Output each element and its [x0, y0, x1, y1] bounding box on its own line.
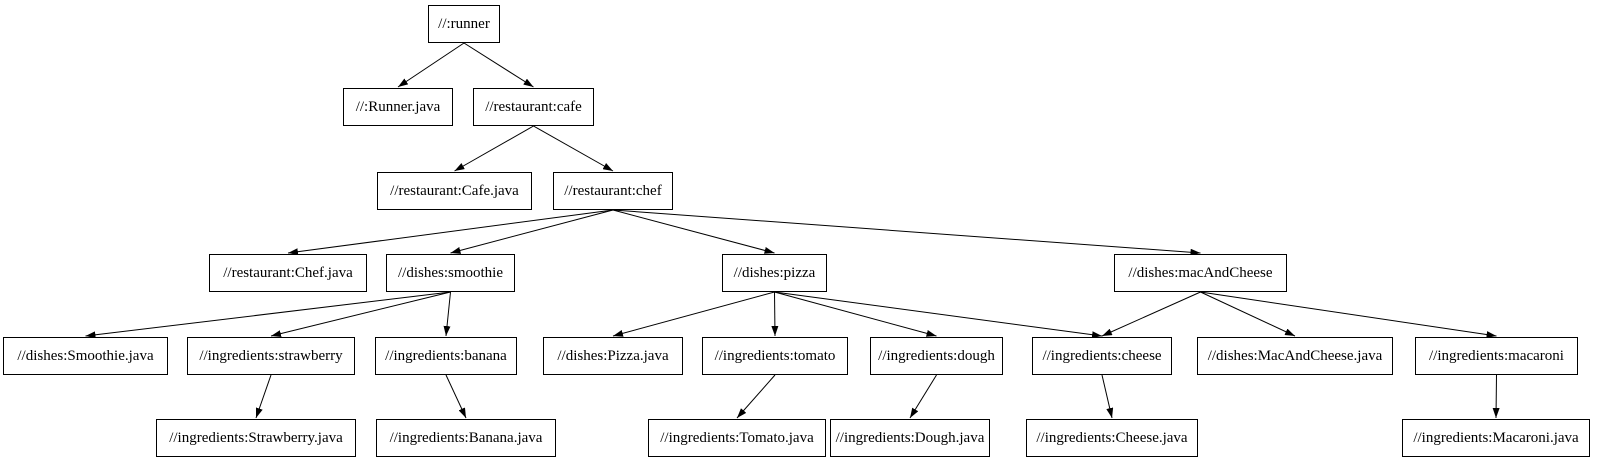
graph-edge-smoothie-to-smoothie-java — [85, 291, 451, 339]
graph-node-runner-java: //:Runner.java — [343, 88, 453, 126]
graph-node-banana: //ingredients:banana — [375, 337, 517, 375]
graph-node-tomato-java: //ingredients:Tomato.java — [648, 419, 826, 457]
graph-edge-strawberry-to-strawberry-java — [255, 374, 272, 419]
graph-edge-pizza-to-cheese — [774, 291, 1103, 339]
graph-edge-smoothie-to-strawberry — [270, 291, 451, 338]
graph-edge-cheese-to-cheese-java — [1101, 374, 1114, 419]
graph-edge-macandcheese-to-cheese — [1101, 291, 1201, 337]
graph-edges — [85, 42, 1500, 419]
graph-edge-smoothie-to-banana — [443, 291, 451, 337]
graph-node-smoothie: //dishes:smoothie — [386, 254, 515, 292]
graph-node-banana-java: //ingredients:Banana.java — [376, 419, 556, 457]
graph-edge-pizza-to-dough — [774, 291, 937, 337]
graph-edge-macandcheese-to-macandcheese-java — [1200, 291, 1296, 337]
graph-node-strawberry: //ingredients:strawberry — [187, 337, 355, 375]
graph-node-chef: //restaurant:chef — [553, 172, 673, 210]
graph-edge-chef-to-chef-java — [287, 209, 614, 256]
graph-node-cafe: //restaurant:cafe — [473, 88, 594, 126]
graph-node-dough-java: //ingredients:Dough.java — [830, 419, 990, 457]
graph-node-macaroni: //ingredients:macaroni — [1415, 337, 1578, 375]
graph-edge-chef-to-pizza — [612, 209, 775, 254]
graph-node-cafe-java: //restaurant:Cafe.java — [377, 172, 532, 210]
graph-edge-chef-to-smoothie — [450, 209, 614, 254]
graph-edge-macaroni-to-macaroni-java — [1492, 374, 1500, 419]
graph-edge-cafe-to-chef — [533, 125, 614, 172]
graph-node-macandcheese: //dishes:macAndCheese — [1114, 254, 1287, 292]
graph-edge-cafe-to-cafe-java — [454, 125, 534, 172]
graph-edge-chef-to-macandcheese — [612, 209, 1201, 256]
graph-edge-dough-to-dough-java — [909, 374, 937, 419]
graph-node-cheese-java: //ingredients:Cheese.java — [1026, 419, 1198, 457]
graph-node-dough: //ingredients:dough — [870, 337, 1003, 375]
graph-node-tomato: //ingredients:tomato — [702, 337, 848, 375]
graph-node-macandcheese-java: //dishes:MacAndCheese.java — [1197, 337, 1393, 375]
graph-node-smoothie-java: //dishes:Smoothie.java — [3, 337, 168, 375]
graph-edge-pizza-to-tomato — [771, 291, 779, 337]
graph-edge-runner-to-cafe — [463, 42, 534, 88]
graph-node-cheese: //ingredients:cheese — [1032, 337, 1172, 375]
graph-edge-macandcheese-to-macaroni — [1200, 291, 1497, 338]
graph-node-chef-java: //restaurant:Chef.java — [209, 254, 367, 292]
graph-edge-pizza-to-pizza-java — [612, 291, 775, 337]
graph-edge-banana-to-banana-java — [445, 374, 467, 419]
graph-node-pizza: //dishes:pizza — [722, 254, 827, 292]
graph-edge-tomato-to-tomato-java — [736, 374, 776, 419]
graph-edge-runner-to-runner-java — [397, 42, 465, 88]
graph-node-macaroni-java: //ingredients:Macaroni.java — [1402, 419, 1590, 457]
graph-node-pizza-java: //dishes:Pizza.java — [543, 337, 683, 375]
graph-node-strawberry-java: //ingredients:Strawberry.java — [156, 419, 356, 457]
graph-node-runner: //:runner — [428, 5, 500, 43]
